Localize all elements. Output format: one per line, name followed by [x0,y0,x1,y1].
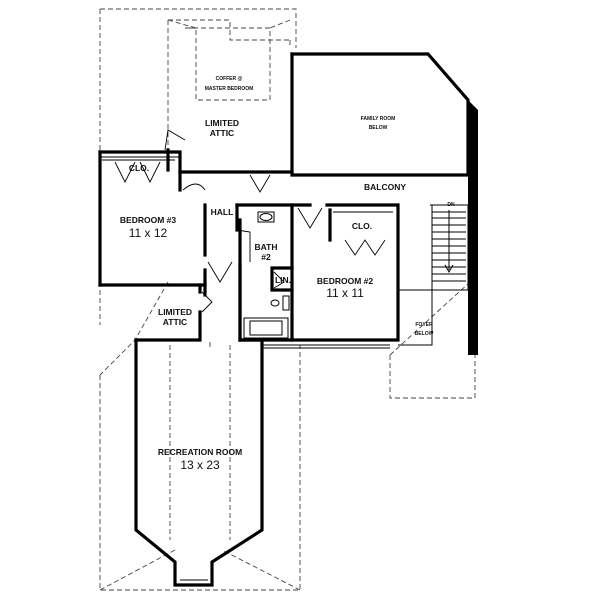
balcony-label: BALCONY [364,182,406,192]
bedroom3-name: BEDROOM #3 [120,215,176,225]
coffer-label-2: MASTER BEDROOM [205,86,254,92]
staircase [398,204,469,346]
hall-label: HALL [211,207,234,217]
balcony-edge [262,344,390,349]
bath-label-2: #2 [261,252,271,262]
attic-top-label-1: LIMITED [205,118,239,128]
bath-label-1: BATH [255,242,278,252]
bath-fixtures [243,211,290,339]
recreation-size: 13 x 23 [180,458,220,472]
attic-top-label-2: ATTIC [210,128,234,138]
stairs-down-label: DN [447,202,455,208]
bedroom2-name: BEDROOM #2 [317,276,373,286]
walls [98,52,478,587]
linen-label: LIN. [275,275,291,285]
doors [114,129,386,313]
attic-mid-label-2: ATTIC [163,317,187,327]
foyer-label-1: FOYER [415,322,433,328]
bedroom2-size: 11 x 11 [326,286,364,300]
clo1-label: CLO. [129,163,149,173]
bedroom3-size: 11 x 12 [129,226,168,240]
room-labels: COFFER @ MASTER BEDROOM LIMITED ATTIC FA… [120,76,455,472]
coffer-label-1: COFFER @ [216,76,243,82]
foyer-label-2: BELOW [415,331,434,337]
clo2-label: CLO. [352,221,372,231]
family-label-1: FAMILY ROOM [361,116,396,122]
attic-mid-label-1: LIMITED [158,307,192,317]
recreation-name: RECREATION ROOM [158,447,242,457]
roof-outline [99,8,476,591]
family-label-2: BELOW [369,125,388,131]
